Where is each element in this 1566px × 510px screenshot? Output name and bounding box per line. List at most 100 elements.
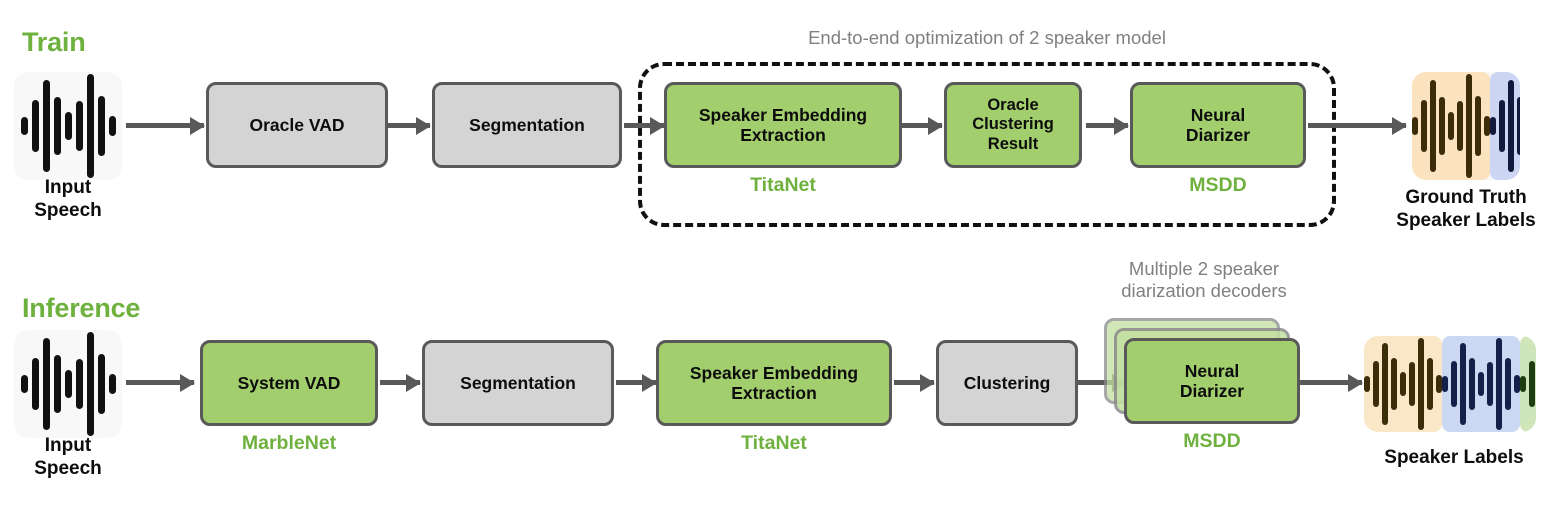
- waveform-bar: [75, 101, 83, 151]
- inference-box-system-vad-label: System VAD: [237, 372, 341, 393]
- waveform-bar: [53, 354, 61, 414]
- end-to-end-group-note: End-to-end optimization of 2 speaker mod…: [808, 27, 1166, 48]
- arrow-inference-4: [894, 380, 934, 385]
- inference-input-caption: Input Speech: [34, 435, 102, 480]
- inference-box-neural-diarizer[interactable]: Neural Diarizer: [1124, 338, 1300, 424]
- waveform-bar: [1529, 360, 1535, 408]
- arrow-train-3: [624, 123, 664, 128]
- train-box-speaker-embedding-extraction[interactable]: Speaker Embedding Extraction: [664, 82, 902, 168]
- waveform-bar: [1478, 371, 1484, 397]
- inference-output-waveform-icon: [1364, 336, 1536, 432]
- waveform-bar: [1475, 96, 1481, 156]
- train-input-waveform-icon: [14, 72, 122, 180]
- waveform-bar: [1496, 337, 1502, 431]
- train-caption-msdd: MSDD: [1189, 174, 1247, 196]
- arrow-train-4: [902, 123, 942, 128]
- waveform-bar: [64, 111, 72, 141]
- inference-box-speaker-embedding-extraction-label: Speaker Embedding Extraction: [689, 362, 859, 403]
- waveform-bar: [97, 354, 105, 414]
- waveform-bar: [1520, 376, 1526, 392]
- waveform-segment: [1412, 72, 1490, 180]
- inference-box-speaker-embedding-extraction[interactable]: Speaker Embedding Extraction: [656, 340, 892, 426]
- waveform-bar: [1469, 358, 1475, 410]
- waveform-segment: [1520, 336, 1536, 432]
- waveform-bar: [1442, 376, 1448, 392]
- waveform-bar: [42, 337, 50, 431]
- inference-box-segmentation[interactable]: Segmentation: [422, 340, 614, 426]
- waveform-bar: [1412, 117, 1418, 135]
- waveform-bar: [86, 332, 94, 436]
- arrow-inference-2: [380, 380, 420, 385]
- waveform-bar: [1484, 116, 1490, 136]
- waveform-bar: [1466, 74, 1472, 178]
- inference-caption-titanet: TitaNet: [741, 432, 807, 454]
- waveform-bar: [1490, 117, 1496, 135]
- train-box-speaker-embedding-extraction-label: Speaker Embedding Extraction: [698, 104, 868, 145]
- arrow-inference-6: [1300, 380, 1362, 385]
- train-box-neural-diarizer-label: Neural Diarizer: [1185, 104, 1251, 145]
- inference-box-system-vad[interactable]: System VAD: [200, 340, 378, 426]
- waveform-bar: [20, 117, 28, 135]
- train-box-segmentation[interactable]: Segmentation: [432, 82, 622, 168]
- waveform-bar: [97, 96, 105, 156]
- waveform-bar: [64, 369, 72, 399]
- waveform-bar: [42, 79, 50, 173]
- train-box-neural-diarizer[interactable]: Neural Diarizer: [1130, 82, 1306, 168]
- waveform-bar: [1460, 342, 1466, 426]
- waveform-segment: [1442, 336, 1520, 432]
- inference-box-clustering-label: Clustering: [963, 372, 1051, 393]
- waveform-bar: [1421, 100, 1427, 152]
- train-box-oracle-clustering-result[interactable]: Oracle Clustering Result: [944, 82, 1082, 168]
- inference-box-neural-diarizer-label: Neural Diarizer: [1179, 360, 1245, 401]
- inference-output-caption: Speaker Labels: [1384, 447, 1524, 468]
- waveform-bar: [53, 96, 61, 156]
- multiple-decoders-note: Multiple 2 speaker diarization decoders: [1121, 258, 1287, 302]
- waveform-bar: [108, 116, 116, 136]
- waveform-bar: [108, 374, 116, 394]
- waveform-bar: [1505, 357, 1511, 411]
- inference-caption-msdd: MSDD: [1183, 430, 1241, 452]
- waveform-bar: [1382, 342, 1388, 426]
- inference-section-title: Inference: [22, 293, 141, 323]
- waveform-bar: [1514, 375, 1520, 393]
- waveform-bar: [1373, 360, 1379, 408]
- inference-box-clustering[interactable]: Clustering: [936, 340, 1078, 426]
- waveform-bar: [1364, 376, 1370, 392]
- waveform-bar: [86, 74, 94, 178]
- waveform-bar: [1457, 101, 1463, 151]
- arrow-train-2: [388, 123, 430, 128]
- train-input-caption: Input Speech: [34, 177, 102, 222]
- waveform-segment: [14, 330, 122, 438]
- waveform-bar: [75, 359, 83, 409]
- train-box-segmentation-label: Segmentation: [469, 114, 585, 135]
- train-output-waveform-icon: [1412, 72, 1520, 180]
- waveform-bar: [1418, 337, 1424, 431]
- waveform-bar: [1391, 358, 1397, 410]
- waveform-bar: [31, 358, 39, 410]
- waveform-bar: [1448, 111, 1454, 141]
- waveform-bar: [1436, 375, 1442, 393]
- train-box-oracle-vad-label: Oracle VAD: [249, 114, 345, 135]
- arrow-train-5: [1086, 123, 1128, 128]
- waveform-bar: [1430, 79, 1436, 173]
- inference-box-segmentation-label: Segmentation: [460, 372, 576, 393]
- waveform-bar: [1439, 96, 1445, 156]
- inference-caption-marblenet: MarbleNet: [241, 432, 337, 454]
- waveform-bar: [1409, 361, 1415, 407]
- waveform-bar: [20, 375, 28, 393]
- waveform-bar: [1400, 371, 1406, 397]
- waveform-bar: [1508, 79, 1514, 173]
- waveform-bar: [31, 100, 39, 152]
- arrow-inference-5: [1078, 380, 1126, 385]
- waveform-bar: [1517, 96, 1520, 156]
- waveform-bar: [1427, 357, 1433, 411]
- train-output-caption: Ground Truth Speaker Labels: [1396, 187, 1536, 232]
- waveform-bar: [1487, 361, 1493, 407]
- waveform-bar: [1451, 360, 1457, 408]
- train-box-oracle-vad[interactable]: Oracle VAD: [206, 82, 388, 168]
- waveform-segment: [1490, 72, 1520, 180]
- train-section-title: Train: [22, 27, 86, 57]
- waveform-segment: [1364, 336, 1442, 432]
- inference-input-waveform-icon: [14, 330, 122, 438]
